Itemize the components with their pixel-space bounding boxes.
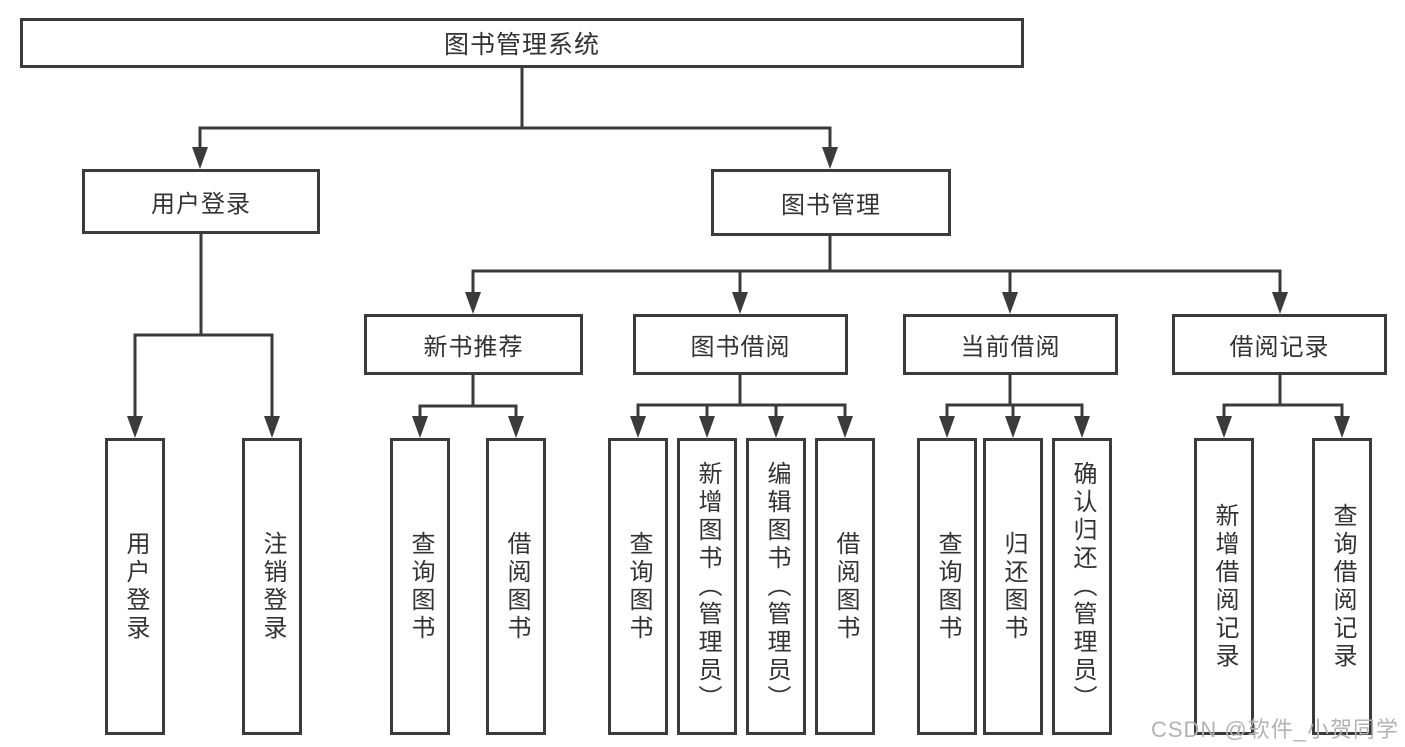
node-borrow-records-label: 借阅记录	[1229, 334, 1330, 361]
node-current-borrow-label: 当前借阅	[960, 334, 1061, 361]
arrowhead-book-borrow	[732, 292, 748, 314]
connector-user-login-to-leaves	[133, 234, 274, 418]
arrowhead-leaf-query-book-3	[939, 416, 955, 438]
arrowhead-leaf-edit-book	[768, 416, 784, 438]
arrowhead-leaf-add-book	[699, 416, 715, 438]
arrowhead-leaf-logout	[264, 416, 280, 438]
connector-root-to-level2	[198, 67, 832, 150]
node-new-book-recommend-label: 新书推荐	[423, 334, 524, 361]
arrowhead-leaf-query-book-2	[630, 416, 646, 438]
node-current-borrow: 当前借阅	[903, 314, 1118, 375]
arrowhead-leaf-user-login	[127, 416, 143, 438]
node-leaf-borrow-book-recommend: 借阅图书	[486, 438, 546, 735]
node-leaf-user-login-label: 用户登录	[122, 530, 149, 643]
arrowhead-borrow-records	[1272, 292, 1288, 314]
node-leaf-query-book-recommend-label: 查询图书	[407, 530, 434, 643]
node-new-book-recommend: 新书推荐	[364, 314, 583, 375]
node-leaf-add-book-admin-label: 新增图书（管理员）	[694, 460, 721, 713]
node-root: 图书管理系统	[20, 18, 1024, 68]
arrowhead-leaf-confirm-return	[1074, 416, 1090, 438]
arrowhead-leaf-borrow-book-2	[837, 416, 853, 438]
node-leaf-query-book-borrow: 查询图书	[608, 438, 668, 735]
arrowhead-leaf-query-record	[1334, 416, 1350, 438]
node-book-borrow: 图书借阅	[633, 314, 848, 375]
arrowhead-current-borrow	[1002, 292, 1018, 314]
node-leaf-add-book-admin: 新增图书（管理员）	[677, 438, 737, 735]
arrowhead-leaf-add-record	[1216, 416, 1232, 438]
node-borrow-records: 借阅记录	[1172, 314, 1387, 375]
node-leaf-logout: 注销登录	[242, 438, 302, 735]
node-leaf-query-book-current-label: 查询图书	[934, 530, 961, 643]
node-leaf-confirm-return-admin: 确认归还（管理员）	[1052, 438, 1112, 735]
node-leaf-edit-book-admin-label: 编辑图书（管理员）	[763, 460, 790, 713]
arrowhead-user-login	[192, 147, 208, 169]
arrowhead-new-book-recommend	[465, 292, 481, 314]
node-book-borrow-label: 图书借阅	[690, 334, 791, 361]
node-leaf-query-book-borrow-label: 查询图书	[625, 530, 652, 643]
connector-current-borrow-to-leaves	[945, 375, 1084, 418]
node-leaf-borrow-book-label: 借阅图书	[832, 530, 859, 643]
connector-book-management-to-level3	[471, 236, 1282, 294]
node-leaf-query-book-recommend: 查询图书	[390, 438, 450, 735]
node-leaf-query-book-current: 查询图书	[917, 438, 977, 735]
node-leaf-borrow-book: 借阅图书	[815, 438, 875, 735]
node-leaf-query-borrow-record: 查询借阅记录	[1312, 438, 1372, 735]
arrowhead-leaf-borrow-book-1	[508, 416, 524, 438]
node-leaf-return-book: 归还图书	[983, 438, 1043, 735]
node-leaf-confirm-return-admin-label: 确认归还（管理员）	[1069, 460, 1096, 713]
arrowhead-leaf-query-book-1	[412, 416, 428, 438]
node-user-login-label: 用户登录	[151, 191, 251, 218]
node-user-login: 用户登录	[82, 169, 320, 234]
arrowhead-leaf-return-book	[1005, 416, 1021, 438]
connector-book-borrow-to-leaves	[636, 375, 847, 418]
node-leaf-edit-book-admin: 编辑图书（管理员）	[746, 438, 806, 735]
arrowhead-book-management	[822, 147, 838, 169]
node-leaf-borrow-book-recommend-label: 借阅图书	[503, 530, 530, 643]
node-root-label: 图书管理系统	[443, 31, 600, 59]
node-book-management-label: 图书管理	[781, 192, 881, 219]
node-leaf-add-borrow-record: 新增借阅记录	[1194, 438, 1254, 735]
node-leaf-return-book-label: 归还图书	[1000, 530, 1027, 643]
connector-new-book-recommend-to-leaves	[418, 375, 518, 418]
csdn-watermark: CSDN @软件_小贺同学	[1150, 717, 1399, 742]
node-leaf-logout-label: 注销登录	[259, 530, 286, 643]
node-leaf-user-login: 用户登录	[105, 438, 165, 735]
node-book-management: 图书管理	[711, 169, 951, 236]
node-leaf-query-borrow-record-label: 查询借阅记录	[1329, 502, 1356, 671]
node-leaf-add-borrow-record-label: 新增借阅记录	[1211, 502, 1238, 671]
connector-borrow-records-to-leaves	[1222, 375, 1344, 418]
